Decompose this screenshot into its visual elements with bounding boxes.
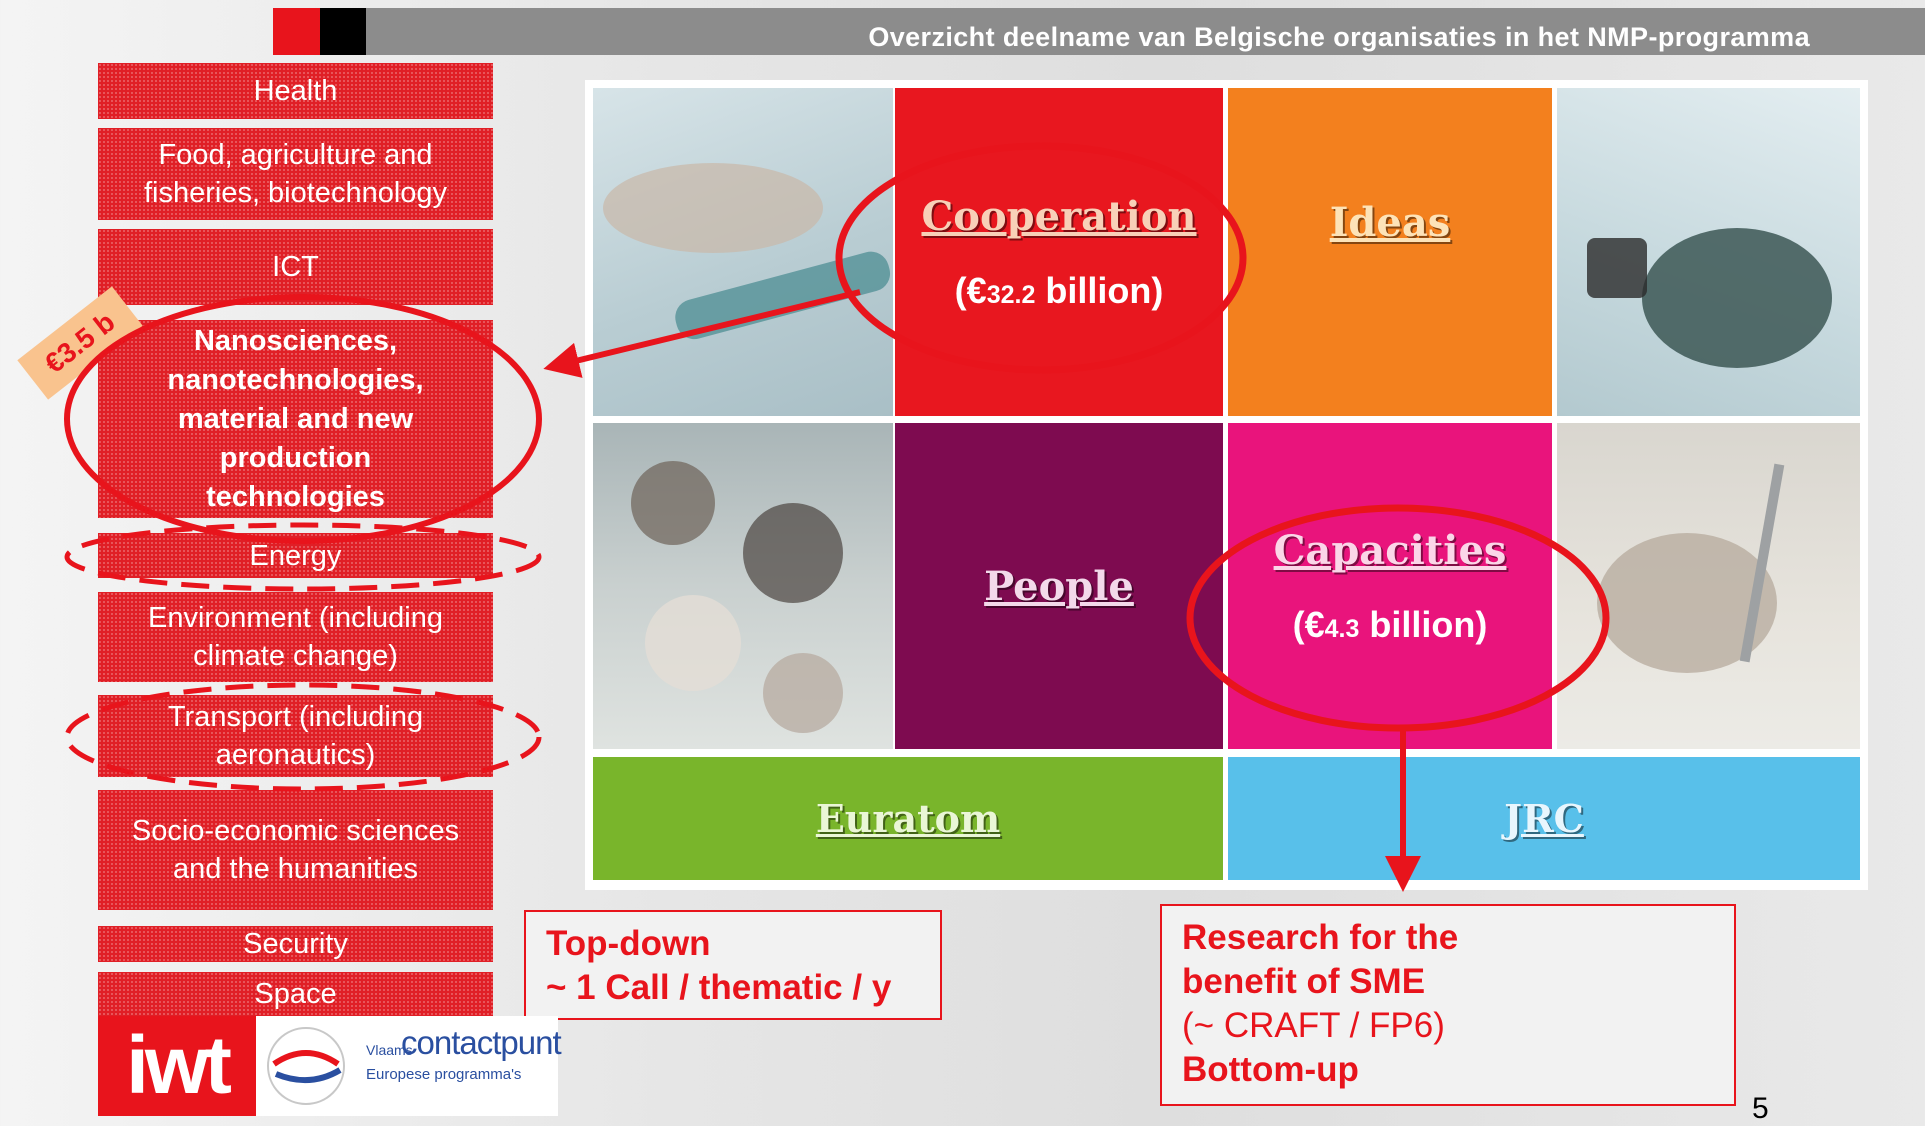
photo-people-group-art (631, 461, 843, 733)
theme-health: Health (98, 63, 493, 119)
sme-box: Research for the benefit of SME (~ CRAFT… (1160, 904, 1736, 1106)
topdown-line1: Top-down (546, 924, 711, 963)
theme-socio: Socio-economic sciences and the humaniti… (98, 790, 493, 910)
topdown-box: Top-down ~ 1 Call / thematic / y (524, 910, 942, 1020)
cooperation-amount-prefix: (€ (954, 269, 987, 311)
euratom-label[interactable]: Euratom (815, 796, 1001, 841)
photo-writing-hand-art (1597, 463, 1785, 673)
contactpunt-emblem (267, 1027, 345, 1105)
cooperation-amount-num: 32.2 (986, 280, 1036, 309)
cooperation-to-nano-arrow (543, 289, 861, 378)
cooperation-amount-suffix: billion) (1035, 269, 1164, 311)
cell-capacities[interactable]: Capacities (€4.3 billion) (1228, 423, 1552, 749)
cooperation-label[interactable]: Cooperation (921, 192, 1197, 240)
iwt-logo-text: iwt (126, 1020, 232, 1111)
energy-ellipse (64, 522, 542, 592)
people-label[interactable]: People (984, 562, 1134, 610)
cell-euratom[interactable]: Euratom (593, 757, 1223, 880)
photo-people-group (593, 423, 893, 749)
theme-space: Space (98, 972, 493, 1016)
cooperation-ellipse (835, 142, 1247, 374)
logo-contactpunt: contactpunt (401, 1024, 562, 1061)
jrc-label[interactable]: JRC (1504, 796, 1584, 841)
photo-hand-tool-art (603, 163, 891, 340)
theme-ict: ICT (98, 229, 493, 305)
capacities-amount-prefix: (€ (1292, 603, 1325, 645)
sme-line3: (~ CRAFT / FP6) (1182, 1006, 1445, 1045)
sme-line1: Research for the (1182, 918, 1459, 957)
theme-food: Food, agriculture and fisheries, biotech… (98, 128, 493, 220)
header-bar: Overzicht deelname van Belgische organis… (366, 8, 1925, 55)
slide-title: Overzicht deelname van Belgische organis… (868, 22, 1810, 52)
photo-writing-hand (1557, 423, 1860, 749)
cell-jrc[interactable]: JRC (1228, 757, 1860, 880)
sme-line2: benefit of SME (1182, 962, 1426, 1001)
transport-ellipse (64, 682, 542, 792)
capacities-amount-suffix: billion) (1359, 603, 1488, 645)
photo-hand-tool (593, 88, 893, 416)
logo-vlaams: Vlaams (366, 1042, 413, 1058)
cooperation-amount: (€32.2 billion) (955, 270, 1164, 312)
sme-line4: Bottom-up (1182, 1050, 1359, 1089)
photo-lab-object (1557, 88, 1860, 416)
header-red-block (273, 8, 320, 55)
capacities-label[interactable]: Capacities (1273, 526, 1507, 574)
theme-environment: Environment (including climate change) (98, 592, 493, 682)
capacities-amount: (€4.3 billion) (1293, 604, 1488, 646)
header-black-block (320, 8, 366, 55)
nano-ellipse (64, 294, 542, 544)
cell-people[interactable]: People (895, 423, 1223, 749)
page-number: 5 (1752, 1092, 1769, 1125)
theme-security: Security (98, 926, 493, 962)
theme-nano: Nanosciences, nanotechnologies, material… (98, 320, 493, 518)
logo-europese: Europese programma's (366, 1066, 522, 1083)
iwt-logo: iwt (98, 1016, 256, 1116)
ideas-label[interactable]: Ideas (1329, 198, 1451, 246)
photo-lab-object-art (1587, 228, 1832, 368)
contactpunt-logo: Vlaams contactpunt Europese programma's (256, 1016, 562, 1116)
cell-ideas[interactable]: Ideas (1228, 88, 1552, 416)
programme-grid: Cooperation (€32.2 billion) Ideas People… (585, 80, 1868, 890)
capacities-amount-num: 4.3 (1324, 614, 1360, 643)
cell-cooperation[interactable]: Cooperation (€32.2 billion) (895, 88, 1223, 416)
capacities-ellipse (1186, 504, 1610, 732)
topdown-line2: ~ 1 Call / thematic / y (546, 968, 892, 1007)
theme-transport: Transport (including aeronautics) (98, 695, 493, 777)
